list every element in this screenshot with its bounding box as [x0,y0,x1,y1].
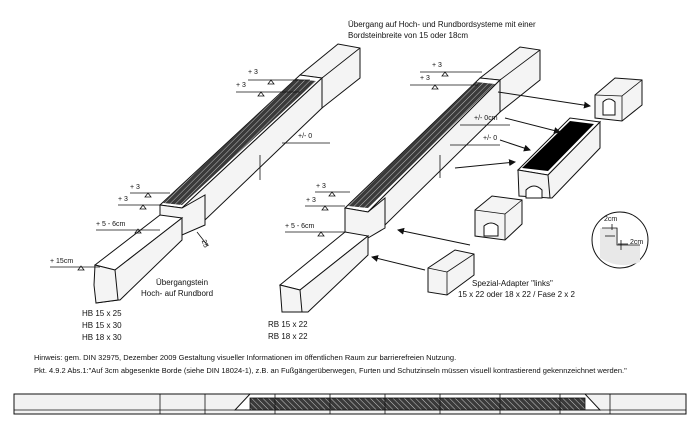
left-caption-line1: Übergangstein [156,278,209,287]
loose-parts [371,77,643,296]
header-note-line1: Übergang auf Hoch- und Rundbordsysteme m… [348,20,536,29]
left-height-label: + 3 [248,69,258,76]
right-curb-assembly [278,46,541,313]
right-height-label: + 3 [306,197,316,204]
right-height-label: + 3 [316,183,326,190]
left-size-item: HB 15 x 30 [82,321,122,330]
adapter-caption-line2: 15 x 22 oder 18 x 22 / Fase 2 x 2 [458,290,575,299]
adapter-caption-line1: Spezial-Adapter "links" [472,279,553,288]
quote-text: "Auf 3cm abgesenkte Borde (siehe DIN 180… [88,366,627,375]
bottom-profile-strip [13,393,687,415]
right-height-label: + 3 [432,62,442,69]
detail-label-b: 2cm [630,239,644,246]
header-note-line2: Bordsteinbreite von 15 oder 18cm [348,31,469,40]
chamfer-detail [591,211,649,269]
right-height-label: + 3 [420,75,430,82]
right-size-item: RB 18 x 22 [268,332,308,341]
left-caption-line2: Hoch- auf Rundbord [141,289,214,298]
left-curb-assembly [50,43,361,304]
right-height-label: +/- 0cm [474,115,498,122]
left-height-label: +/- 0 [298,133,313,140]
hint-prefix: Hinweis: [34,353,63,362]
hint-line: Hinweis: gem. DIN 32975, Dezember 2009 G… [34,353,456,362]
quote-prefix: Pkt. 4.9.2 Abs.1: [34,366,89,375]
right-size-item: RB 15 x 22 [268,320,308,329]
left-height-label: + 15cm [50,258,74,265]
right-height-label: +/- 0 [483,135,498,142]
left-height-label: + 3 [118,196,128,203]
left-size-item: HB 15 x 25 [82,309,122,318]
detail-label-a: 2cm [604,216,618,223]
quote-line: Pkt. 4.9.2 Abs.1:"Auf 3cm abgesenkte Bor… [34,366,627,375]
left-height-label: + 3 [236,82,246,89]
left-height-label: + 3 [130,184,140,191]
hint-text: gem. DIN 32975, Dezember 2009 Gestaltung… [62,353,457,362]
right-height-label: + 5 - 6cm [285,223,315,230]
left-size-item: HB 18 x 30 [82,333,122,342]
left-height-label: + 5 - 6cm [96,221,126,228]
